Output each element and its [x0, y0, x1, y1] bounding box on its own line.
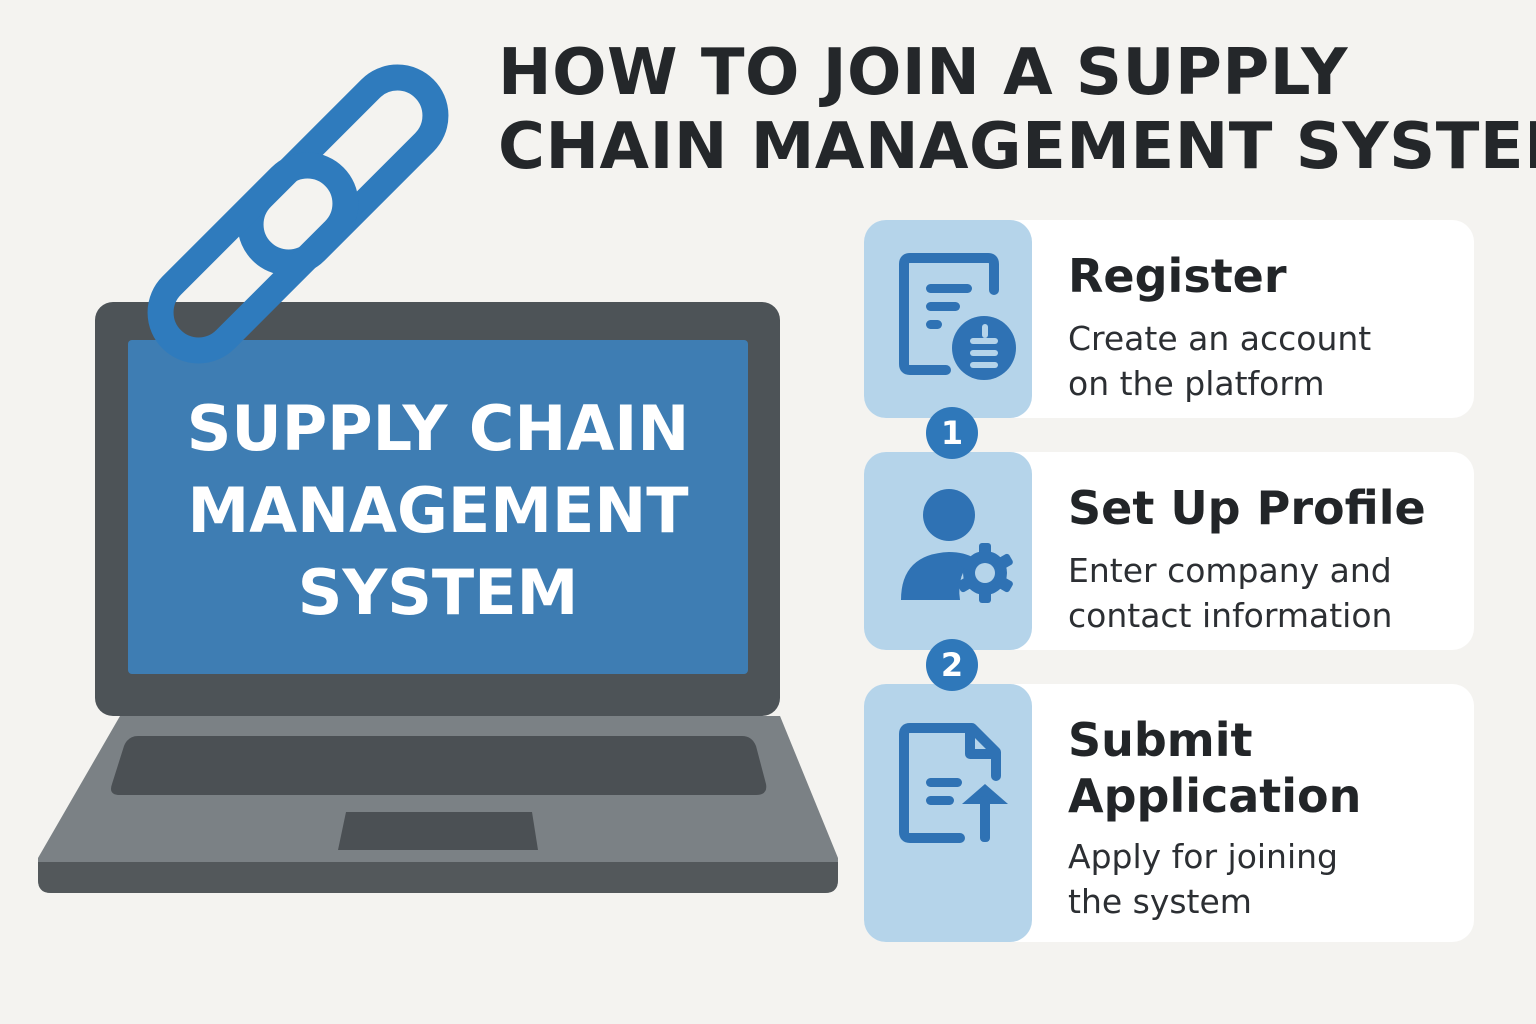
step-title: Register: [1068, 249, 1287, 303]
step-card-register: Register Create an account on the platfo…: [864, 220, 1474, 418]
keyboard: [111, 736, 767, 795]
document-upload-icon: [899, 723, 1008, 843]
step-title: Set Up Profile: [1068, 481, 1426, 535]
laptop-screen-text: SUPPLY CHAIN MANAGEMENT SYSTEM: [186, 392, 690, 629]
step-number-badge-1: 1: [926, 407, 978, 459]
step-card-set-up-profile: Set Up Profile Enter company and contact…: [864, 452, 1474, 650]
user-settings-icon: [901, 489, 1013, 603]
step-card-submit-application: Submit Application Apply for joining the…: [864, 684, 1474, 942]
step-number-badge-2: 2: [926, 639, 978, 691]
page-title: HOW TO JOIN A SUPPLY CHAIN MANAGEMENT SY…: [498, 36, 1536, 184]
touchpad: [338, 812, 538, 850]
chain-link-icon: [147, 64, 449, 364]
step-title: Submit Application: [1068, 713, 1362, 823]
laptop-screen: [128, 340, 748, 674]
step-description: Apply for joining the system: [1068, 837, 1338, 921]
step-description: Enter company and contact information: [1068, 551, 1393, 635]
registration-form-icon: [899, 253, 1016, 380]
step-description: Create an account on the platform: [1068, 319, 1372, 403]
